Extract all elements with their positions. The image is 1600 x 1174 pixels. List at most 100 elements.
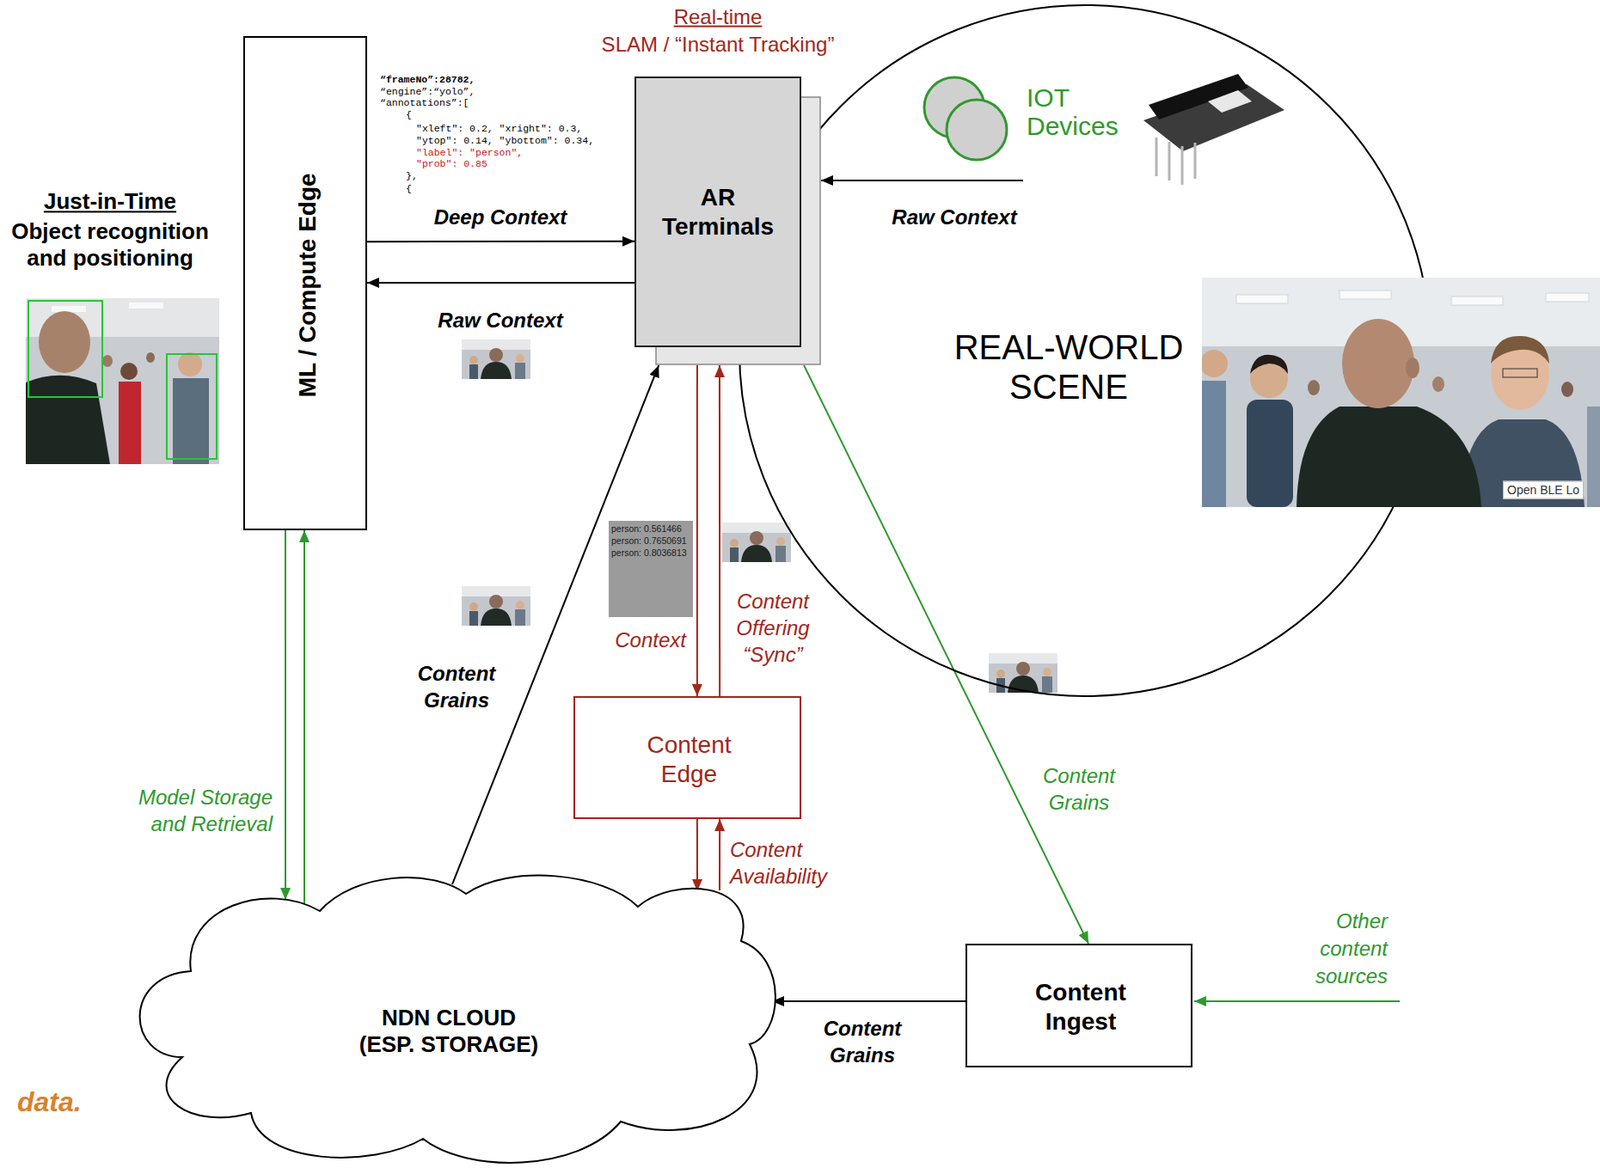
ndn-cloud: NDN CLOUD (ESP. STORAGE)	[122, 872, 776, 1172]
ceiling-light	[128, 302, 164, 309]
source-arrow	[1194, 1000, 1400, 1003]
ceiling-light	[1451, 296, 1503, 306]
connector	[821, 179, 1024, 182]
ceiling-light	[1339, 290, 1392, 300]
code-line: "xleft": 0.2, "xright": 0.3,	[416, 122, 583, 135]
person-head	[1201, 349, 1228, 378]
node-text-area: ML / Compute Edge	[245, 37, 369, 533]
ceiling-light	[1236, 294, 1288, 304]
terminal-front	[635, 77, 801, 347]
code-line: "label": "person",	[416, 147, 523, 160]
board-pin	[1168, 141, 1171, 181]
crowd-head	[102, 355, 113, 368]
code-line: "prob": 0.85	[416, 158, 488, 171]
cloud-shape	[140, 876, 776, 1164]
code-line: },	[405, 170, 418, 183]
connector-label: Content Grains	[1038, 762, 1121, 816]
connector-label: Context	[614, 626, 687, 654]
node-label: ML / Compute Edge	[292, 172, 322, 398]
node-text-area: Content Edge	[575, 698, 804, 822]
detection-output-panel	[608, 521, 693, 618]
ar-terminals-stack: AR Terminals	[634, 76, 822, 366]
person-head	[120, 362, 138, 381]
crowd-head	[1432, 376, 1445, 393]
content-edge-box: Content Edge	[573, 696, 802, 820]
crowd-head	[1307, 380, 1320, 396]
connector	[367, 240, 635, 243]
person-body	[1296, 406, 1482, 508]
code-line: {	[405, 109, 412, 122]
connector	[303, 530, 306, 906]
frame-thumbnail	[461, 339, 531, 380]
photo-room	[25, 298, 220, 465]
annotation-text: SLAM / “Instant Tracking”	[601, 32, 835, 58]
connector-label: Content Grains	[413, 660, 500, 714]
ceiling-light	[1545, 293, 1589, 302]
ceiling-light	[51, 306, 86, 313]
connector	[772, 1000, 966, 1003]
connector-label: Content Offering “Sync”	[729, 588, 816, 669]
connector	[803, 365, 1089, 945]
code-line: "ytop": 0.14, "ybottom": 0.34,	[416, 134, 595, 148]
node-label: NDN CLOUD (ESP. STORAGE)	[353, 1005, 545, 1059]
connector	[284, 530, 287, 901]
annotation-text: person: 0.561466	[611, 523, 682, 535]
person-body	[1201, 380, 1227, 508]
annotation-text: Other content sources	[1310, 907, 1388, 991]
connector	[696, 819, 699, 892]
annotation-text: Object recognition and positioning	[2, 218, 218, 272]
detection-photo	[25, 298, 220, 465]
photo-room	[1201, 277, 1600, 508]
compute-edge-box: ML / Compute Edge	[243, 36, 368, 531]
connector-label: Deep Context	[434, 203, 568, 231]
node-text-area: AR Terminals	[634, 76, 802, 348]
board-pin	[1194, 142, 1197, 179]
frame-thumbnail	[722, 522, 791, 563]
connector-label: Content Grains	[819, 1015, 906, 1069]
board-pin	[1181, 146, 1184, 185]
node-label: IOT Devices	[1026, 83, 1128, 141]
detection-box	[166, 354, 217, 460]
iot-board	[1143, 73, 1285, 185]
connector	[367, 281, 635, 284]
content-ingest-box: Content Ingest	[965, 944, 1193, 1068]
code-line: {	[405, 183, 412, 196]
person-body	[118, 381, 141, 465]
crowd-head	[1561, 381, 1574, 398]
person-body	[1246, 399, 1294, 508]
person-head	[38, 311, 91, 374]
connector	[718, 365, 721, 697]
person-head	[177, 352, 203, 377]
frame-thumbnail	[988, 653, 1058, 693]
annotation-text: person: 0.7650691	[611, 535, 687, 547]
node-label: AR Terminals	[657, 183, 779, 241]
node-text-area: REAL-WORLD SCENE	[909, 287, 1228, 448]
board-pin	[1155, 137, 1159, 177]
connector-label: Raw Context	[891, 203, 1017, 231]
iot-icon	[924, 77, 1007, 160]
person-body	[1587, 406, 1600, 508]
node-label: REAL-WORLD SCENE	[946, 327, 1192, 407]
person-hair	[1490, 336, 1550, 364]
frame-thumbnail	[461, 586, 531, 626]
crowd-head	[146, 352, 155, 363]
board-chip	[1207, 90, 1252, 113]
connector-label: Model Storage and Retrieval	[130, 784, 273, 838]
connector-label: Content Availability	[729, 836, 838, 890]
connector-label: Raw Context	[437, 306, 563, 334]
annotation-text: data.	[17, 1085, 82, 1119]
person-ear	[1405, 357, 1420, 379]
node-label: Content Ingest	[1024, 978, 1137, 1037]
person-body	[25, 375, 111, 465]
annotation-text: Just-in-Time	[43, 188, 177, 215]
person-head	[1342, 318, 1415, 409]
code-line: “frameNo”:28782,	[380, 73, 475, 86]
connector	[718, 819, 721, 891]
detection-box	[28, 300, 103, 398]
node-text-area: NDN CLOUD (ESP. STORAGE)	[251, 967, 647, 1097]
scene-photo	[1201, 277, 1600, 508]
annotation-text: person: 0.8036813	[611, 547, 687, 559]
code-line: “annotations”:[	[380, 97, 470, 110]
code-line: “engine”:“yolo”,	[380, 85, 475, 99]
person-glasses	[1502, 368, 1538, 378]
